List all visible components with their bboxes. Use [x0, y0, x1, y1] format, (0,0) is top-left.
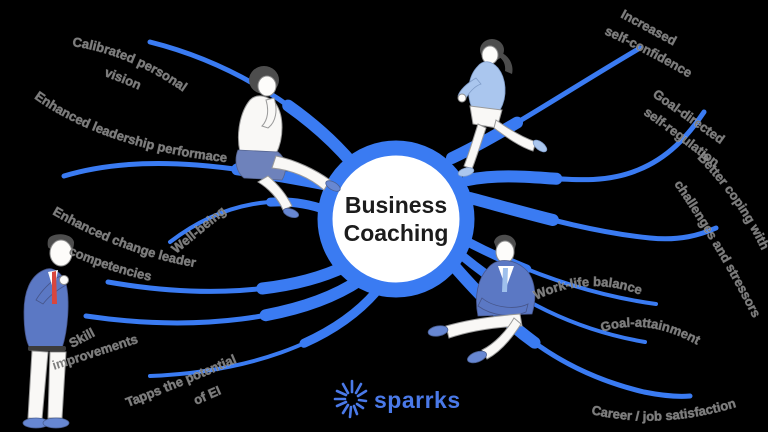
face	[481, 45, 499, 65]
label-career-satisfaction: Career / job satisfaction	[590, 395, 737, 423]
face	[49, 239, 73, 267]
label-text: Career / job satisfaction	[590, 395, 738, 424]
sparrks-logo: sparrks	[333, 379, 461, 419]
central-title-line1: Business	[345, 192, 447, 218]
label-text: Tapps the potential	[123, 351, 238, 410]
label-well-being: Well-being	[168, 203, 228, 256]
label-goal-attainment: Goal-attainment	[599, 315, 704, 348]
standing-businessman-illustration	[22, 234, 74, 429]
label-text: of EI	[191, 382, 223, 408]
label-potential-of-ei: Tapps the potential	[124, 351, 239, 409]
face	[257, 75, 277, 97]
central-node: Business Coaching	[317, 140, 475, 298]
label-leadership-performance: Enhanced leadership performace	[32, 88, 228, 165]
label-text: Goal-attainment	[598, 314, 703, 348]
running-businesswoman-illustration	[457, 39, 548, 177]
label-text: Enhanced leadership performace	[32, 88, 228, 166]
sitting-businessman-illustration	[427, 234, 536, 364]
branch-coping	[470, 198, 716, 239]
face	[495, 240, 515, 264]
branch-potential-of-ei	[150, 292, 376, 376]
sitting-thinking-woman-illustration	[235, 66, 341, 219]
sparrks-wordmark: sparrks	[374, 387, 461, 413]
svg-text:of EI: of EI	[191, 383, 223, 408]
starburst-icon	[333, 379, 368, 419]
label-text: challenges and stressors	[671, 177, 764, 320]
central-title-line2: Coaching	[344, 220, 449, 246]
svg-text:challenges and stressors: challenges and stressors	[672, 177, 764, 320]
label-text: Well-being	[168, 203, 229, 257]
central-circle	[317, 140, 475, 298]
